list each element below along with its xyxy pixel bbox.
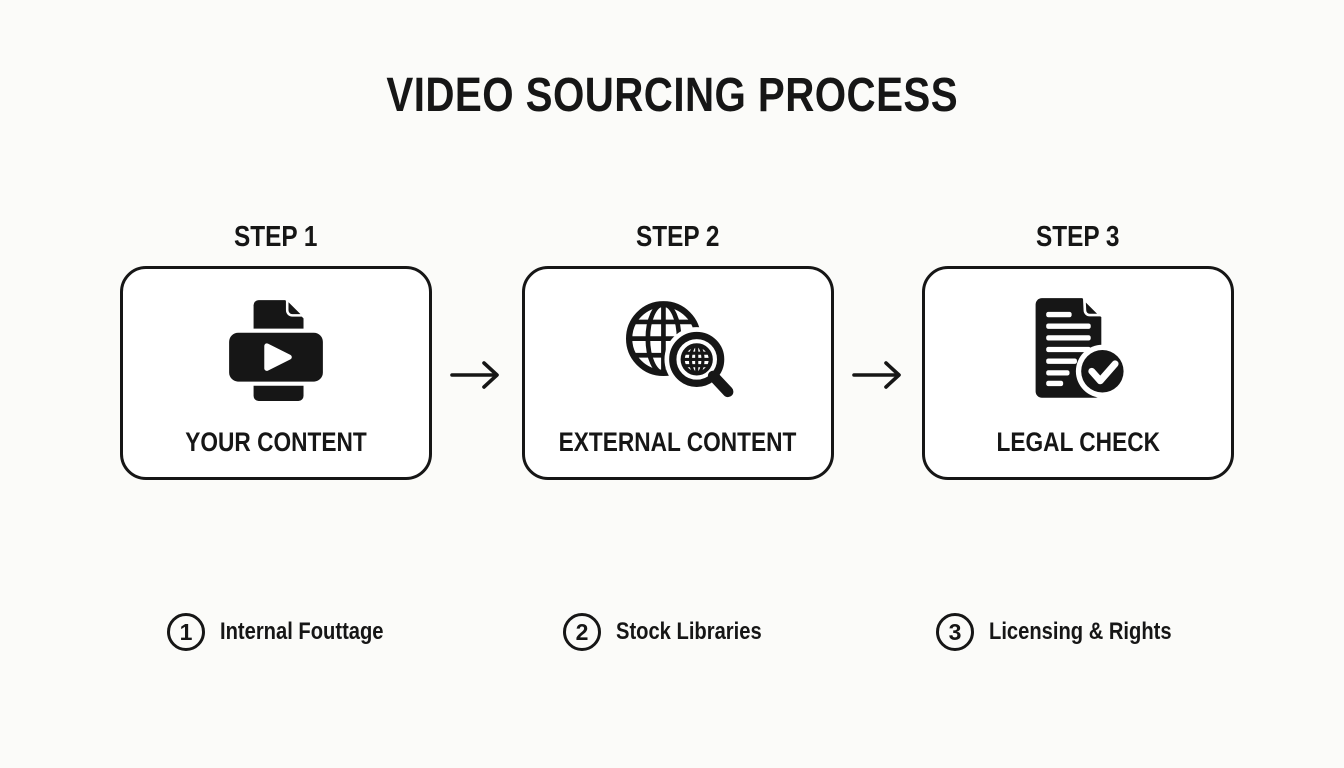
legend-label: Stock Libraries: [616, 618, 762, 645]
step-3-caption: LEGAL CHECK: [996, 427, 1160, 457]
step-2-box: EXTERNAL CONTENT: [522, 266, 834, 480]
legend-item-stock-libraries: 2 Stock Libraries: [563, 613, 789, 651]
legend-item-internal-footage: 1 Internal Fouttage: [167, 613, 415, 651]
globe-search-icon: [525, 293, 831, 405]
legend-label: Licensing & Rights: [989, 618, 1172, 645]
page-title: VIDEO SOURCING PROCESS: [0, 68, 1344, 123]
legend-number-badge: 1: [167, 613, 205, 651]
legend-number-badge: 2: [563, 613, 601, 651]
step-2-caption: EXTERNAL CONTENT: [559, 427, 797, 457]
document-check-icon: [925, 293, 1231, 405]
step-1-label: STEP 1: [234, 221, 318, 253]
legend-number-badge: 3: [936, 613, 974, 651]
step-2-label: STEP 2: [636, 221, 720, 253]
arrow-right-icon: [852, 361, 901, 389]
legend-label: Internal Fouttage: [220, 618, 384, 645]
step-3-box: LEGAL CHECK: [922, 266, 1234, 480]
step-1-box: YOUR CONTENT: [120, 266, 432, 480]
legend-item-licensing-rights: 3 Licensing & Rights: [936, 613, 1206, 651]
video-file-icon: [123, 293, 429, 405]
step-3-label: STEP 3: [1036, 221, 1120, 253]
step-1-caption: YOUR CONTENT: [185, 427, 367, 457]
arrow-right-icon: [450, 361, 499, 389]
page-title-text: VIDEO SOURCING PROCESS: [386, 69, 958, 122]
